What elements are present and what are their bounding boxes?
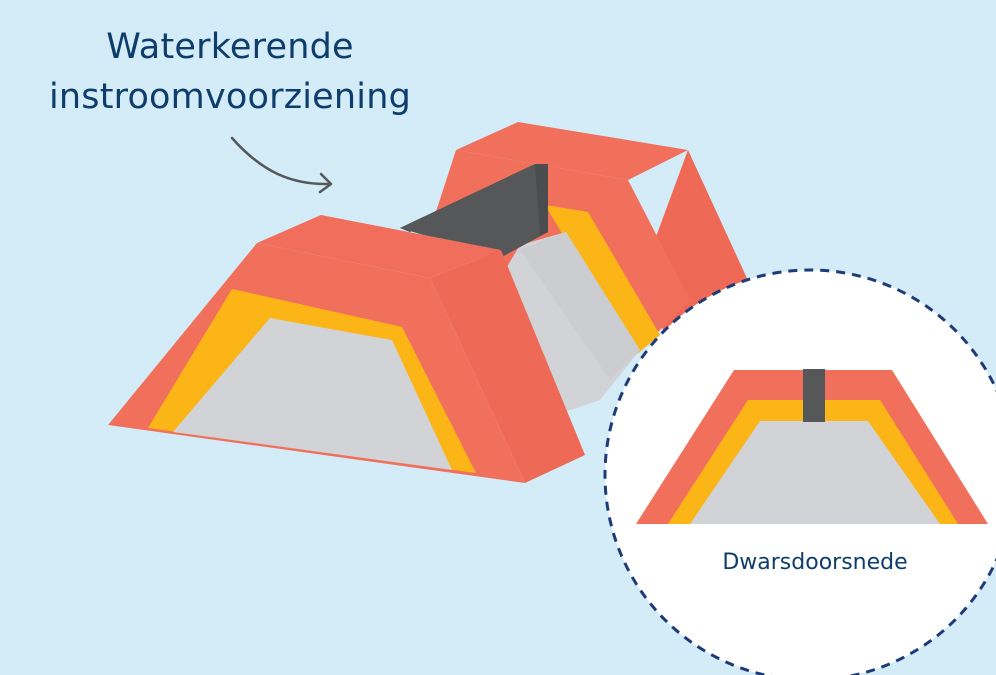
section-core xyxy=(690,421,940,524)
front-dike-side xyxy=(430,250,585,483)
rear-dike-top xyxy=(456,122,688,180)
front-dike-top xyxy=(257,215,501,278)
title-line-2: instroomvoorziening xyxy=(48,77,412,117)
diagram-title: Waterkerende instroomvoorziening xyxy=(0,22,460,122)
barrier-plate xyxy=(400,164,548,258)
barrier-edge xyxy=(535,164,548,236)
cross-section-caption: Dwarsdoorsnede xyxy=(722,550,908,575)
rear-dike-filter xyxy=(545,205,660,360)
title-line-1: Waterkerende xyxy=(106,27,354,67)
barrier-front-face xyxy=(400,164,548,258)
pointer-arrowhead xyxy=(318,172,333,194)
front-dike-block xyxy=(108,215,585,483)
cross-section-inset xyxy=(603,268,996,675)
section-barrier xyxy=(803,369,825,422)
pointer-arrow xyxy=(230,136,332,186)
rear-core-side xyxy=(520,232,640,380)
front-dike-core xyxy=(173,318,452,470)
